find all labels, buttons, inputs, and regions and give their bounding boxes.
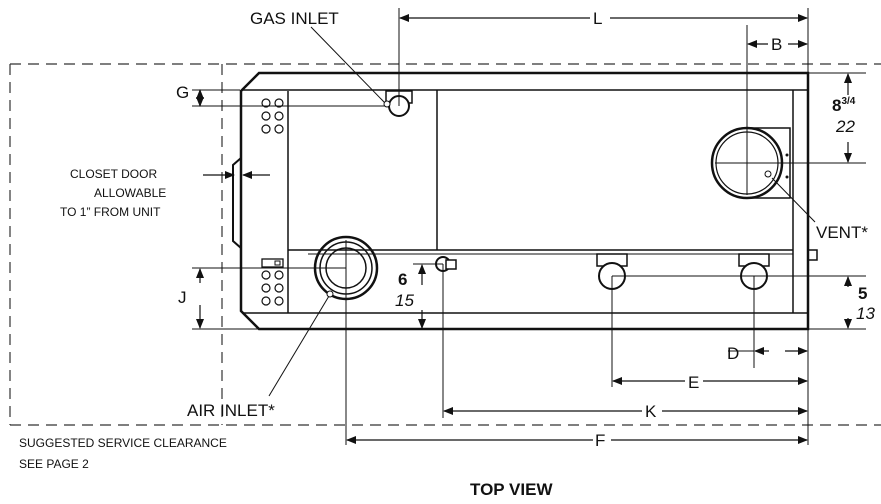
vent-offset-fraction: 3/4: [841, 96, 856, 107]
service-clearance-outline: [9, 63, 881, 426]
water-connections: [596, 253, 770, 290]
air-inlet-label: AIR INLET*: [187, 401, 275, 420]
gas-inlet-label: GAS INLET: [250, 9, 339, 28]
dim-D-label: D: [727, 344, 740, 363]
leader-lines: [268, 26, 816, 397]
closet-door-line-3: TO 1” FROM UNIT: [60, 205, 161, 219]
dim-B-label: B: [771, 35, 783, 54]
closet-door-panel: [232, 155, 242, 251]
dim-E-label: E: [688, 373, 700, 392]
closet-door-line-1: CLOSET DOOR: [70, 167, 158, 181]
service-clearance-line-2: SEE PAGE 2: [19, 457, 89, 471]
dim-F-label: F: [595, 431, 606, 450]
vent-offset-whole: 8: [832, 96, 842, 115]
dim-L-label: L: [593, 9, 603, 28]
air-inlet-offset-metric: 15: [395, 291, 414, 310]
dim-G-label: G: [176, 83, 190, 102]
dim-K-label: K: [645, 402, 657, 421]
vent-label: VENT*: [816, 223, 868, 242]
right-offset-metric: 13: [856, 304, 875, 323]
closet-door-line-2: ALLOWABLE: [94, 186, 167, 200]
view-title: TOP VIEW: [470, 480, 553, 499]
dim-J-label: J: [178, 288, 187, 307]
dimension-arrows: [196, 14, 852, 444]
extension-lines: [192, 8, 866, 445]
vent-offset-metric: 22: [836, 117, 855, 136]
air-inlet-offset-whole: 6: [398, 270, 408, 289]
left-panel-holes: [261, 98, 284, 306]
service-clearance-line-1: SUGGESTED SERVICE CLEARANCE: [19, 436, 227, 450]
right-offset-whole: 5: [858, 284, 868, 303]
unit-body: [239, 71, 818, 331]
vent-offset-label: 83/4: [832, 96, 856, 115]
